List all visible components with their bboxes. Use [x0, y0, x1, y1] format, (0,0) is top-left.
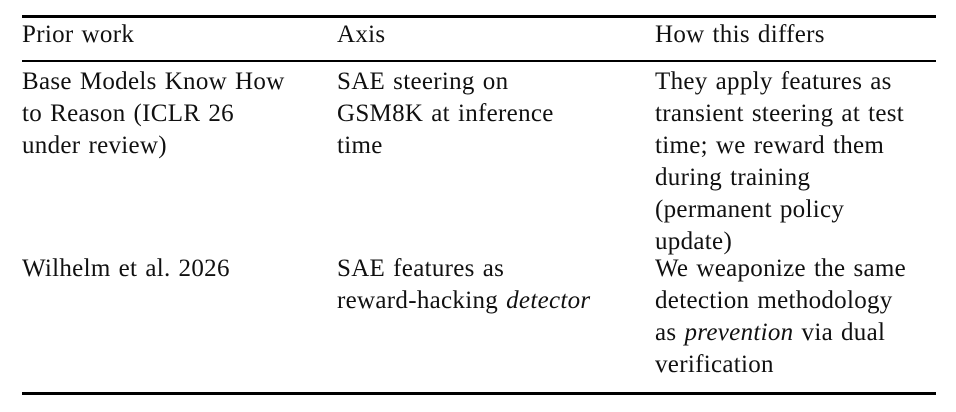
text-segment: Base Models Know How: [22, 67, 285, 95]
text-line: time; we reward them: [655, 130, 936, 162]
text-segment: SAE features as: [337, 254, 505, 282]
table-mid-rule: [22, 60, 936, 62]
table-row: Wilhelm et al. 2026 SAE features as reward…: [22, 253, 936, 381]
table-body: Base Models Know How to Reason (ICLR 26 un…: [22, 62, 936, 392]
text-segment: (permanent policy: [655, 195, 845, 223]
column-header-axis: Axis: [337, 21, 386, 48]
table-bottom-rule: [22, 391, 936, 395]
table-cell-axis: SAE features as reward-hacking detector: [337, 253, 655, 317]
text-segment: They apply features as: [655, 67, 892, 95]
table-cell-how-this-differs: They apply features as transient steering…: [655, 66, 936, 258]
table-cell-how-this-differs: We weaponize the same detection methodolo…: [655, 253, 936, 381]
text-segment: during training: [655, 163, 811, 191]
text-line: (permanent policy: [655, 194, 936, 226]
text-line: SAE features as: [337, 253, 655, 285]
text-segment: as: [655, 318, 685, 346]
emphasized-text: detector: [506, 286, 591, 314]
text-segment: detection methodology: [655, 286, 893, 314]
table-row: Base Models Know How to Reason (ICLR 26 un…: [22, 66, 936, 258]
text-segment: verification: [655, 350, 774, 378]
prior-work-comparison-table: Prior work Axis How this differs Base Mo…: [22, 15, 936, 395]
text-line: time: [337, 130, 655, 162]
text-line: to Reason (ICLR 26: [22, 98, 337, 130]
table-cell-prior-work: Wilhelm et al. 2026: [22, 253, 337, 285]
text-line: Wilhelm et al. 2026: [22, 253, 337, 285]
text-segment: time: [337, 131, 383, 159]
text-segment: transient steering at test: [655, 99, 905, 127]
text-line: GSM8K at inference: [337, 98, 655, 130]
text-line: verification: [655, 349, 936, 381]
text-line: They apply features as: [655, 66, 936, 98]
text-segment: to Reason (ICLR 26: [22, 99, 234, 127]
text-segment: GSM8K at inference: [337, 99, 554, 127]
column-header-how-this-differs: How this differs: [655, 21, 825, 48]
text-segment: update): [655, 227, 733, 255]
text-segment: via dual: [793, 318, 886, 346]
text-line: under review): [22, 130, 337, 162]
text-segment: Wilhelm et al. 2026: [22, 254, 230, 282]
text-line: We weaponize the same: [655, 253, 936, 285]
emphasized-text: prevention: [684, 318, 794, 346]
text-segment: reward-hacking: [337, 286, 507, 314]
text-segment: under review): [22, 131, 167, 159]
text-line: detection methodology: [655, 285, 936, 317]
text-line: during training: [655, 162, 936, 194]
text-line: reward-hacking detector: [337, 285, 655, 317]
text-segment: We weaponize the same: [655, 254, 907, 282]
column-header-prior-work: Prior work: [22, 21, 135, 48]
text-line: transient steering at test: [655, 98, 936, 130]
text-line: update): [655, 226, 936, 258]
table-cell-axis: SAE steering on GSM8K at inference time: [337, 66, 655, 162]
text-segment: time; we reward them: [655, 131, 885, 159]
text-segment: SAE steering on: [337, 67, 509, 95]
text-line: SAE steering on: [337, 66, 655, 98]
text-line: as prevention via dual: [655, 317, 936, 349]
table-header-row: Prior work Axis How this differs: [22, 18, 936, 60]
table-cell-prior-work: Base Models Know How to Reason (ICLR 26 un…: [22, 66, 337, 162]
table-top-rule: [22, 15, 936, 18]
text-line: Base Models Know How: [22, 66, 337, 98]
